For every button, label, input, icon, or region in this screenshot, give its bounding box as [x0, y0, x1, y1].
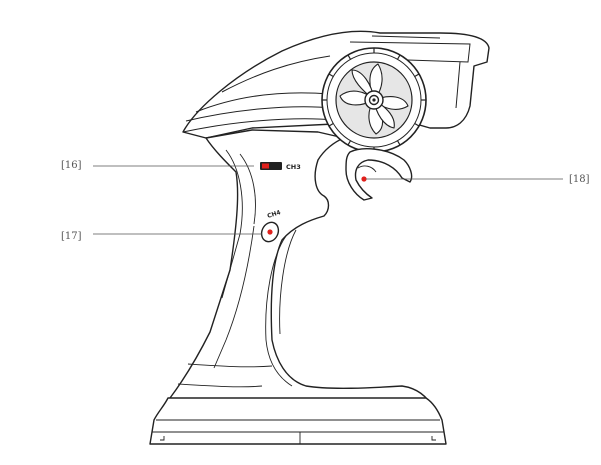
callout-16: [16] [61, 160, 82, 171]
throttle-trigger-icon[interactable] [345, 148, 413, 201]
steering-wheel-icon[interactable] [321, 47, 427, 153]
callout-18: [18] [569, 174, 590, 185]
ch3-label: CH3 [286, 163, 301, 171]
leader-lines [93, 165, 563, 235]
ch4-label: CH4 [266, 209, 281, 220]
base-contour-lines [152, 419, 444, 444]
housing-contour-lines [182, 35, 471, 133]
transmitter-base [149, 397, 447, 445]
transmitter-grip [167, 129, 433, 409]
ch3-switch[interactable] [260, 162, 282, 170]
ch4-button[interactable] [259, 220, 282, 245]
grip-contour-lines [177, 149, 297, 388]
trigger-indicator-dot [361, 176, 367, 182]
callout-17: [17] [61, 231, 82, 242]
